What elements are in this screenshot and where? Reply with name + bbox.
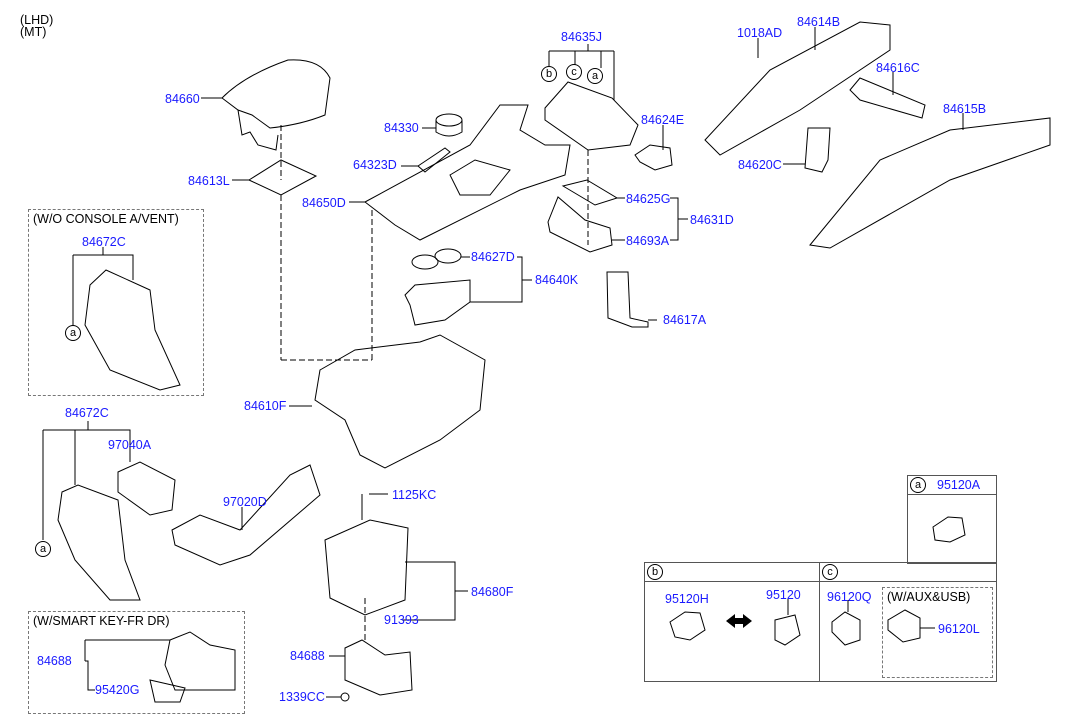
callout-b-legend: b [647,564,663,580]
legend-a-box [907,475,997,564]
tray-part [548,197,612,252]
part-label-84617A[interactable]: 84617A [663,313,707,327]
part-label-84330[interactable]: 84330 [384,121,419,135]
part-label-91393[interactable]: 91393 [384,613,419,627]
legend-bc-divider [644,581,996,582]
part-label-95120A[interactable]: 95120A [937,478,981,492]
jack-part-l [888,610,920,642]
part-label-84672C-lower[interactable]: 84672C [65,406,109,420]
mat-part [563,180,617,205]
switch-panel-part [545,82,638,150]
cup-holder-part [405,280,470,325]
side-cover-left-part [705,22,890,155]
side-cover-right-part [810,118,1050,248]
rear-cover-vent-part [58,485,140,600]
duct-part [172,465,320,565]
part-label-84693A[interactable]: 84693A [626,234,670,248]
part-label-84688-main[interactable]: 84688 [290,649,325,663]
aux-usb-label: (W/AUX&USB) [887,590,971,604]
socket-part-h [670,612,705,640]
part-label-95120H[interactable]: 95120H [665,592,709,606]
part-label-84615B[interactable]: 84615B [943,102,987,116]
mount-bracket-part [345,640,412,695]
support-bracket-part [805,128,830,172]
part-label-97040A[interactable]: 97040A [108,438,152,452]
callout-a-lower-cover: a [35,541,51,557]
legend-a-divider [907,494,996,495]
lhd-note: (LHD) [20,13,54,27]
mt-note: (MT) [20,25,47,39]
callout-c: c [566,64,582,80]
part-label-84660[interactable]: 84660 [165,92,200,106]
part-label-84610F[interactable]: 84610F [244,399,287,413]
part-label-96120Q[interactable]: 96120Q [827,590,872,604]
smart-key-label: (W/SMART KEY-FR DR) [33,614,170,628]
part-label-84614B[interactable]: 84614B [797,15,841,29]
part-label-84631D[interactable]: 84631D [690,213,734,227]
part-label-84624E[interactable]: 84624E [641,113,685,127]
part-label-84640K[interactable]: 84640K [535,273,579,287]
panel-part [850,78,925,118]
callout-a-legend: a [910,477,926,493]
part-label-95420G[interactable]: 95420G [95,683,140,697]
cup-ring-part [412,255,438,269]
part-label-1018AD[interactable]: 1018AD [737,26,783,40]
part-label-84680F[interactable]: 84680F [471,585,514,599]
part-label-84613L[interactable]: 84613L [188,174,230,188]
socket-part-95120 [775,615,800,645]
armrest-part [222,60,330,128]
socket-part-a [933,517,965,542]
shift-knob-part [436,114,462,126]
part-label-84620C[interactable]: 84620C [738,158,782,172]
part-label-64323D[interactable]: 64323D [353,158,397,172]
legend-bc-box [644,562,997,682]
part-label-95120[interactable]: 95120 [766,588,801,602]
jack-part-q [832,612,860,645]
smart-key-box [28,611,245,714]
part-label-84650D[interactable]: 84650D [302,196,346,210]
part-label-1339CC[interactable]: 1339CC [279,690,325,704]
part-label-84627D[interactable]: 84627D [471,250,515,264]
rear-cover-part [85,270,180,390]
storage-bin-part [325,520,408,615]
pad-part [249,160,316,195]
part-label-84688-smart-key[interactable]: 84688 [37,654,72,668]
interchange-arrow [726,614,752,628]
callout-c-legend: c [822,564,838,580]
callout-b: b [541,66,557,82]
part-label-84635J[interactable]: 84635J [561,30,603,44]
part-label-84672C-upper[interactable]: 84672C [82,235,126,249]
wo-console-vent-label: (W/O CONSOLE A/VENT) [33,212,179,226]
legend-bc-separator [819,562,820,681]
wo-console-vent-box [28,209,204,396]
callout-a-upper-cover: a [65,325,81,341]
part-label-96120L[interactable]: 96120L [938,622,980,636]
vent-part [118,462,175,515]
part-label-84625G[interactable]: 84625G [626,192,671,206]
part-label-84616C[interactable]: 84616C [876,61,920,75]
main-console-part [315,335,485,468]
callout-a: a [587,68,603,84]
part-label-97020D[interactable]: 97020D [223,495,267,509]
bracket-part [607,272,648,327]
part-label-1125KC[interactable]: 1125KC [392,488,437,502]
upper-console-part [365,105,570,240]
aux-usb-box [882,587,993,678]
